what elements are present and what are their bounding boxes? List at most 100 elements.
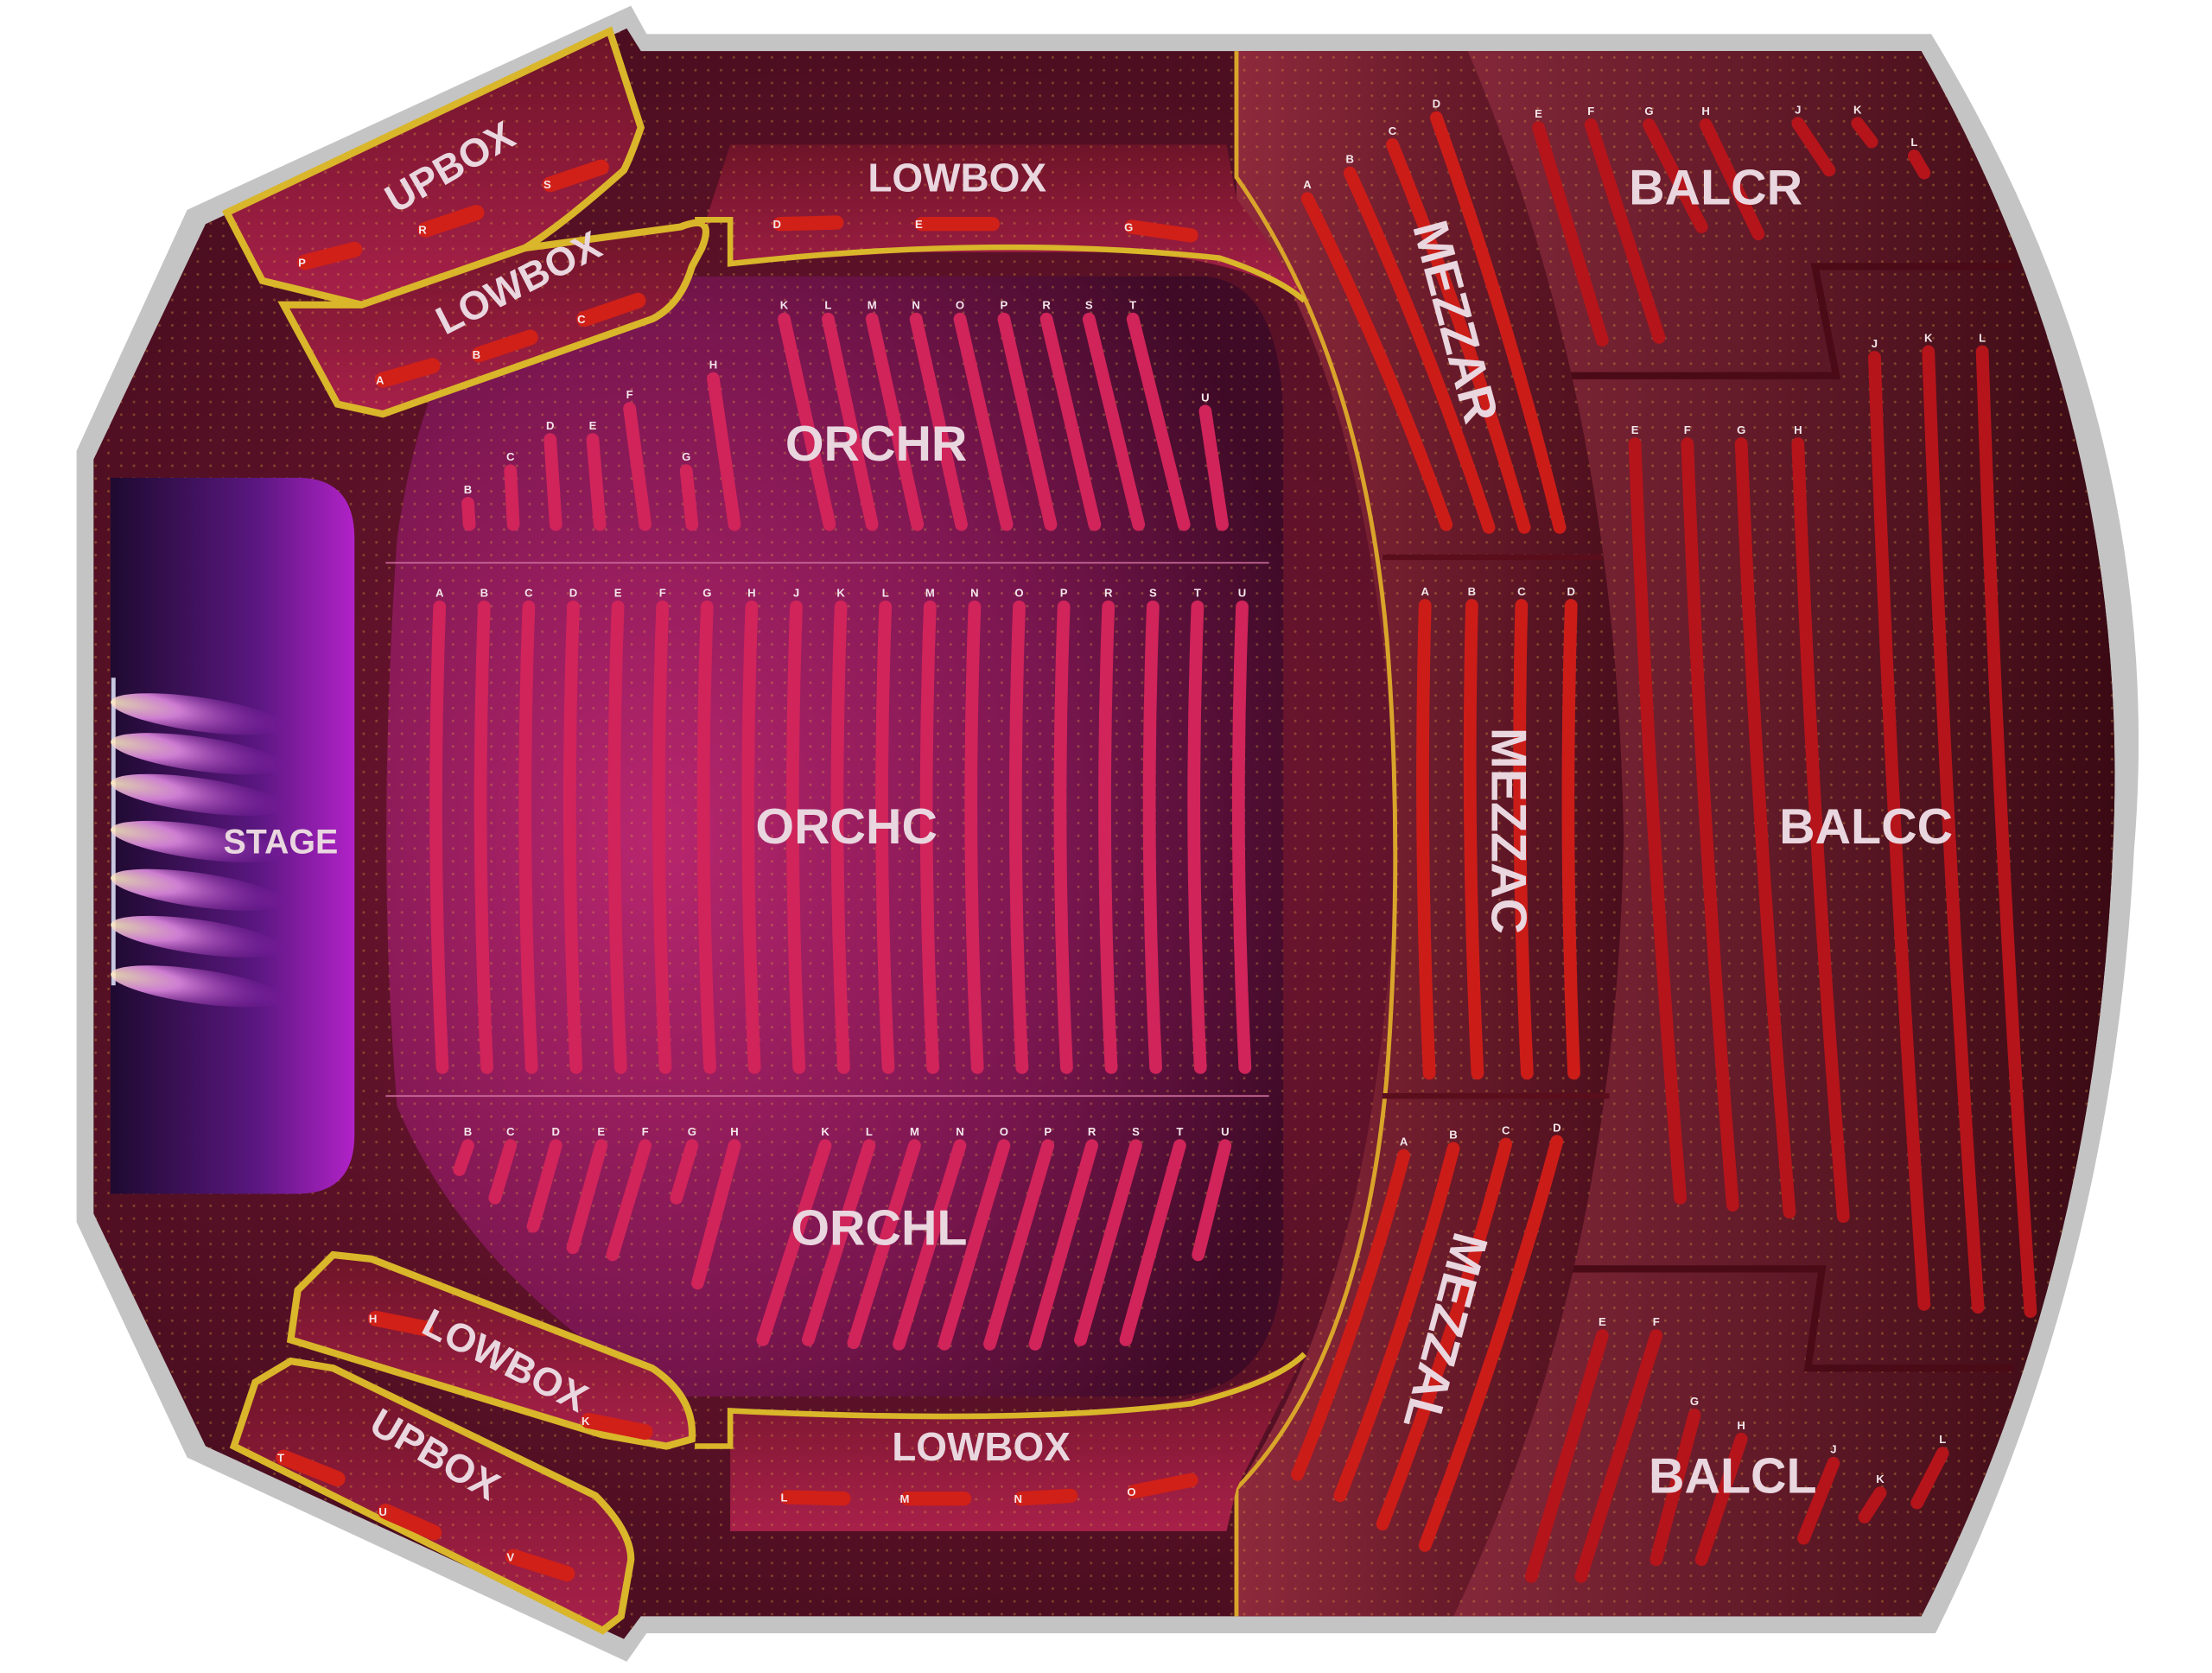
seat-row-t[interactable] [1126, 312, 1191, 531]
seat-row-t[interactable] [276, 1449, 346, 1487]
seat-row-f[interactable] [1584, 118, 1666, 344]
seat-row-l[interactable] [1910, 1447, 1949, 1510]
seat-row-k[interactable] [1922, 345, 1985, 1314]
seat-row-g[interactable] [670, 1139, 699, 1205]
seat-row-c[interactable] [1386, 137, 1531, 534]
box-lowbox-bottom-left[interactable] [286, 1250, 696, 1450]
seat-row-u[interactable] [1231, 600, 1252, 1074]
seat-row-e[interactable] [586, 433, 607, 531]
seat-row-c[interactable] [488, 1139, 518, 1205]
seat-row-f[interactable] [652, 600, 672, 1074]
seat-row-l[interactable] [1975, 345, 2037, 1319]
box-lowbox-top-left[interactable] [277, 219, 709, 418]
stage[interactable]: STAGE [108, 477, 355, 1194]
seat-row-b[interactable] [1343, 166, 1496, 534]
seat-row-b[interactable] [453, 1139, 474, 1176]
seat-row-k[interactable] [756, 1139, 832, 1346]
seat-row-h[interactable] [741, 600, 761, 1074]
seat-row-l[interactable] [875, 600, 895, 1074]
section-label-balcc[interactable]: BALCC [1779, 799, 1953, 855]
seat-row-f[interactable] [1574, 1329, 1663, 1583]
seat-row-c[interactable] [1376, 1137, 1513, 1531]
seat-row-d[interactable] [543, 433, 563, 531]
seat-row-e[interactable] [1628, 437, 1687, 1205]
seat-row-p[interactable] [296, 241, 363, 270]
seat-row-k[interactable] [778, 312, 836, 531]
seat-row-r[interactable] [417, 205, 485, 238]
seat-row-d[interactable] [526, 1139, 563, 1233]
seat-row-s[interactable] [1082, 312, 1146, 531]
section-label-orchr[interactable]: ORCHR [785, 417, 968, 472]
seat-row-h[interactable] [1694, 1432, 1748, 1567]
seat-row-v[interactable] [505, 1549, 575, 1582]
section-label-mezzac[interactable]: MEZZAC [1480, 728, 1535, 934]
seat-row-u[interactable] [1192, 1139, 1232, 1262]
seat-row-l[interactable] [821, 312, 879, 531]
seat-row-k[interactable] [830, 600, 850, 1074]
seat-row-h[interactable] [691, 1139, 741, 1290]
seat-row-e[interactable] [1524, 1329, 1609, 1583]
seat-row-e[interactable] [566, 1139, 608, 1255]
seat-row-t[interactable] [1119, 1139, 1186, 1346]
seat-row-d[interactable] [1429, 111, 1567, 534]
seat-row-k[interactable] [581, 1412, 653, 1441]
seat-row-s[interactable] [1074, 1139, 1142, 1346]
seat-row-a[interactable] [429, 600, 449, 1074]
seat-row-h[interactable] [707, 372, 741, 531]
seat-row-l[interactable] [1908, 149, 1931, 180]
seat-row-g[interactable] [1649, 1409, 1701, 1567]
seat-row-a[interactable] [1291, 1148, 1410, 1481]
seat-row-r[interactable] [1028, 1139, 1098, 1351]
seat-row-g[interactable] [1643, 118, 1708, 233]
seat-row-c[interactable] [518, 600, 538, 1074]
seat-row-c[interactable] [504, 464, 520, 531]
seat-row-c[interactable] [576, 292, 646, 328]
section-label-lowbox-bottom[interactable]: LOWBOX [892, 1424, 1071, 1469]
seat-row-u[interactable] [378, 1503, 442, 1541]
seat-row-d[interactable] [563, 600, 583, 1074]
seat-row-e[interactable] [607, 600, 627, 1074]
seat-row-n[interactable] [893, 1139, 967, 1351]
section-label-balcl[interactable]: BALCL [1649, 1449, 1817, 1504]
seat-row-r[interactable] [1098, 600, 1118, 1074]
seat-row-u[interactable] [1198, 404, 1229, 531]
seat-row-f[interactable] [1681, 437, 1739, 1212]
seat-row-o[interactable] [1127, 1473, 1198, 1499]
seat-row-m[interactable] [847, 1139, 921, 1350]
seat-row-r[interactable] [1039, 312, 1102, 531]
seat-row-h[interactable] [1791, 437, 1850, 1224]
seat-row-n[interactable] [964, 600, 984, 1074]
seat-row-d[interactable] [1561, 599, 1580, 1080]
seat-row-j[interactable] [1868, 351, 1931, 1311]
seat-row-m[interactable] [865, 312, 925, 531]
seat-row-g[interactable] [679, 464, 699, 531]
seat-row-f[interactable] [623, 402, 652, 531]
seat-row-p[interactable] [1053, 600, 1073, 1074]
seat-row-d[interactable] [772, 215, 844, 232]
seat-row-k[interactable] [1851, 117, 1878, 149]
seat-row-n[interactable] [1014, 1488, 1078, 1506]
seat-row-a[interactable] [1416, 599, 1436, 1080]
seat-row-c[interactable] [1513, 599, 1534, 1080]
seat-row-f[interactable] [606, 1139, 652, 1262]
seat-row-j[interactable] [785, 600, 806, 1074]
seat-row-h[interactable] [367, 1310, 434, 1337]
seat-row-g[interactable] [696, 600, 716, 1074]
section-label-balcr[interactable]: BALCR [1629, 160, 1802, 215]
seat-row-o[interactable] [953, 312, 1014, 531]
seat-row-t[interactable] [1187, 600, 1207, 1074]
seat-row-o[interactable] [1008, 600, 1029, 1074]
box-lowbox-top[interactable] [695, 144, 1306, 303]
seat-row-b[interactable] [1463, 599, 1484, 1080]
seat-row-s[interactable] [1142, 600, 1163, 1074]
seat-row-m[interactable] [919, 600, 939, 1074]
seat-row-p[interactable] [997, 312, 1058, 531]
seat-row-b[interactable] [471, 329, 538, 363]
seat-row-s[interactable] [542, 159, 609, 193]
section-label-lowbox-top[interactable]: LOWBOX [868, 155, 1046, 200]
seat-row-d[interactable] [1418, 1135, 1564, 1552]
seat-row-g[interactable] [1124, 219, 1198, 243]
seat-row-k[interactable] [1858, 1486, 1887, 1524]
seat-row-o[interactable] [938, 1139, 1011, 1351]
seat-row-p[interactable] [983, 1139, 1055, 1351]
